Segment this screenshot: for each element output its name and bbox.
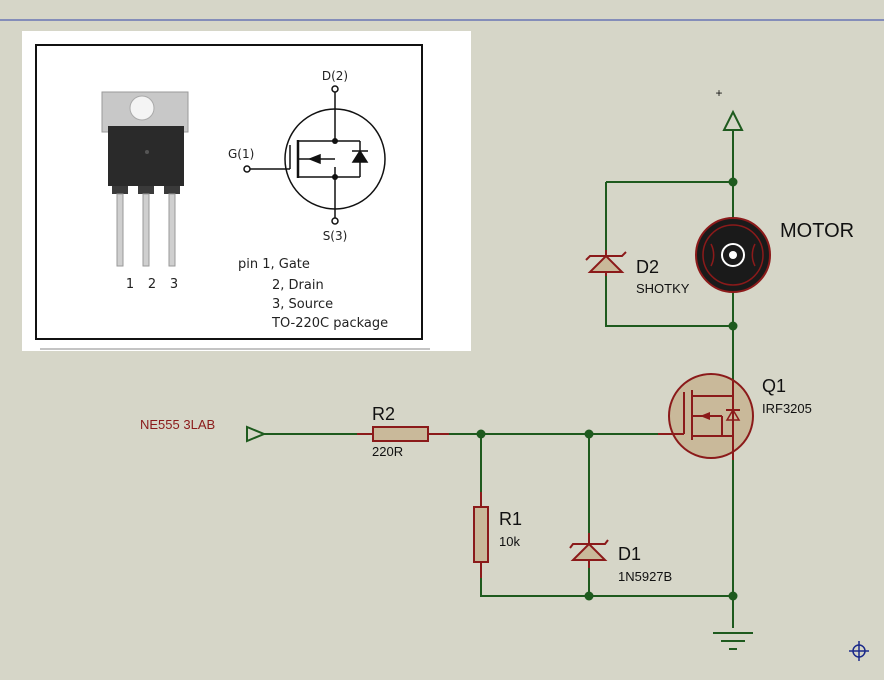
- pin-list-line-1: pin 1, Gate: [238, 257, 310, 272]
- source-pin-label: S(3): [323, 229, 348, 243]
- drain-pin-label: D(2): [322, 69, 348, 83]
- pinout-inset: 1 2 3 D(2) G(1) S(3) pi: [22, 31, 471, 351]
- ground-symbol[interactable]: [713, 632, 753, 650]
- crosshair-icon[interactable]: [849, 641, 869, 661]
- mosfet-q1[interactable]: [658, 373, 754, 460]
- to220-package-image: [101, 91, 189, 267]
- resistor-r2[interactable]: [357, 426, 449, 442]
- gate-pin-label: G(1): [228, 147, 254, 161]
- junction-dots: [476, 177, 738, 601]
- r2-value-label: 220R: [372, 444, 403, 459]
- supply-label: +: [715, 86, 722, 100]
- motor-label: MOTOR: [780, 220, 854, 242]
- motor[interactable]: [695, 217, 771, 293]
- q1-ref-label: Q1: [762, 376, 786, 396]
- power-terminal[interactable]: [722, 109, 744, 131]
- r1-value-label: 10k: [499, 534, 520, 549]
- pin-list-line-2: 2, Drain: [272, 278, 324, 293]
- inset-frame: [35, 44, 423, 340]
- pin-list-line-4: TO-220C package: [271, 316, 388, 331]
- resistor-r1[interactable]: [473, 492, 489, 578]
- pin-number-1: 1: [126, 277, 134, 292]
- inset-background: [22, 31, 471, 351]
- d1-value-label: 1N5927B: [618, 569, 672, 584]
- inset-junction-source: [332, 174, 338, 180]
- zener-diode-d1[interactable]: [569, 533, 609, 568]
- d1-ref-label: D1: [618, 544, 641, 564]
- diode-d2[interactable]: [585, 250, 627, 276]
- d2-ref-label: D2: [636, 257, 659, 277]
- mosfet-symbol-inset: [243, 85, 386, 225]
- pin-list-line-3: 3, Source: [272, 297, 333, 312]
- r1-ref-label: R1: [499, 509, 522, 529]
- input-terminal[interactable]: [246, 425, 267, 443]
- pin-number-2: 2: [148, 277, 156, 292]
- pin-number-3: 3: [170, 277, 178, 292]
- q1-value-label: IRF3205: [762, 401, 812, 416]
- input-label: NE555 3LAB: [140, 417, 215, 432]
- d2-value-label: SHOTKY: [636, 281, 690, 296]
- inset-junction-drain: [332, 138, 338, 144]
- r2-ref-label: R2: [372, 404, 395, 424]
